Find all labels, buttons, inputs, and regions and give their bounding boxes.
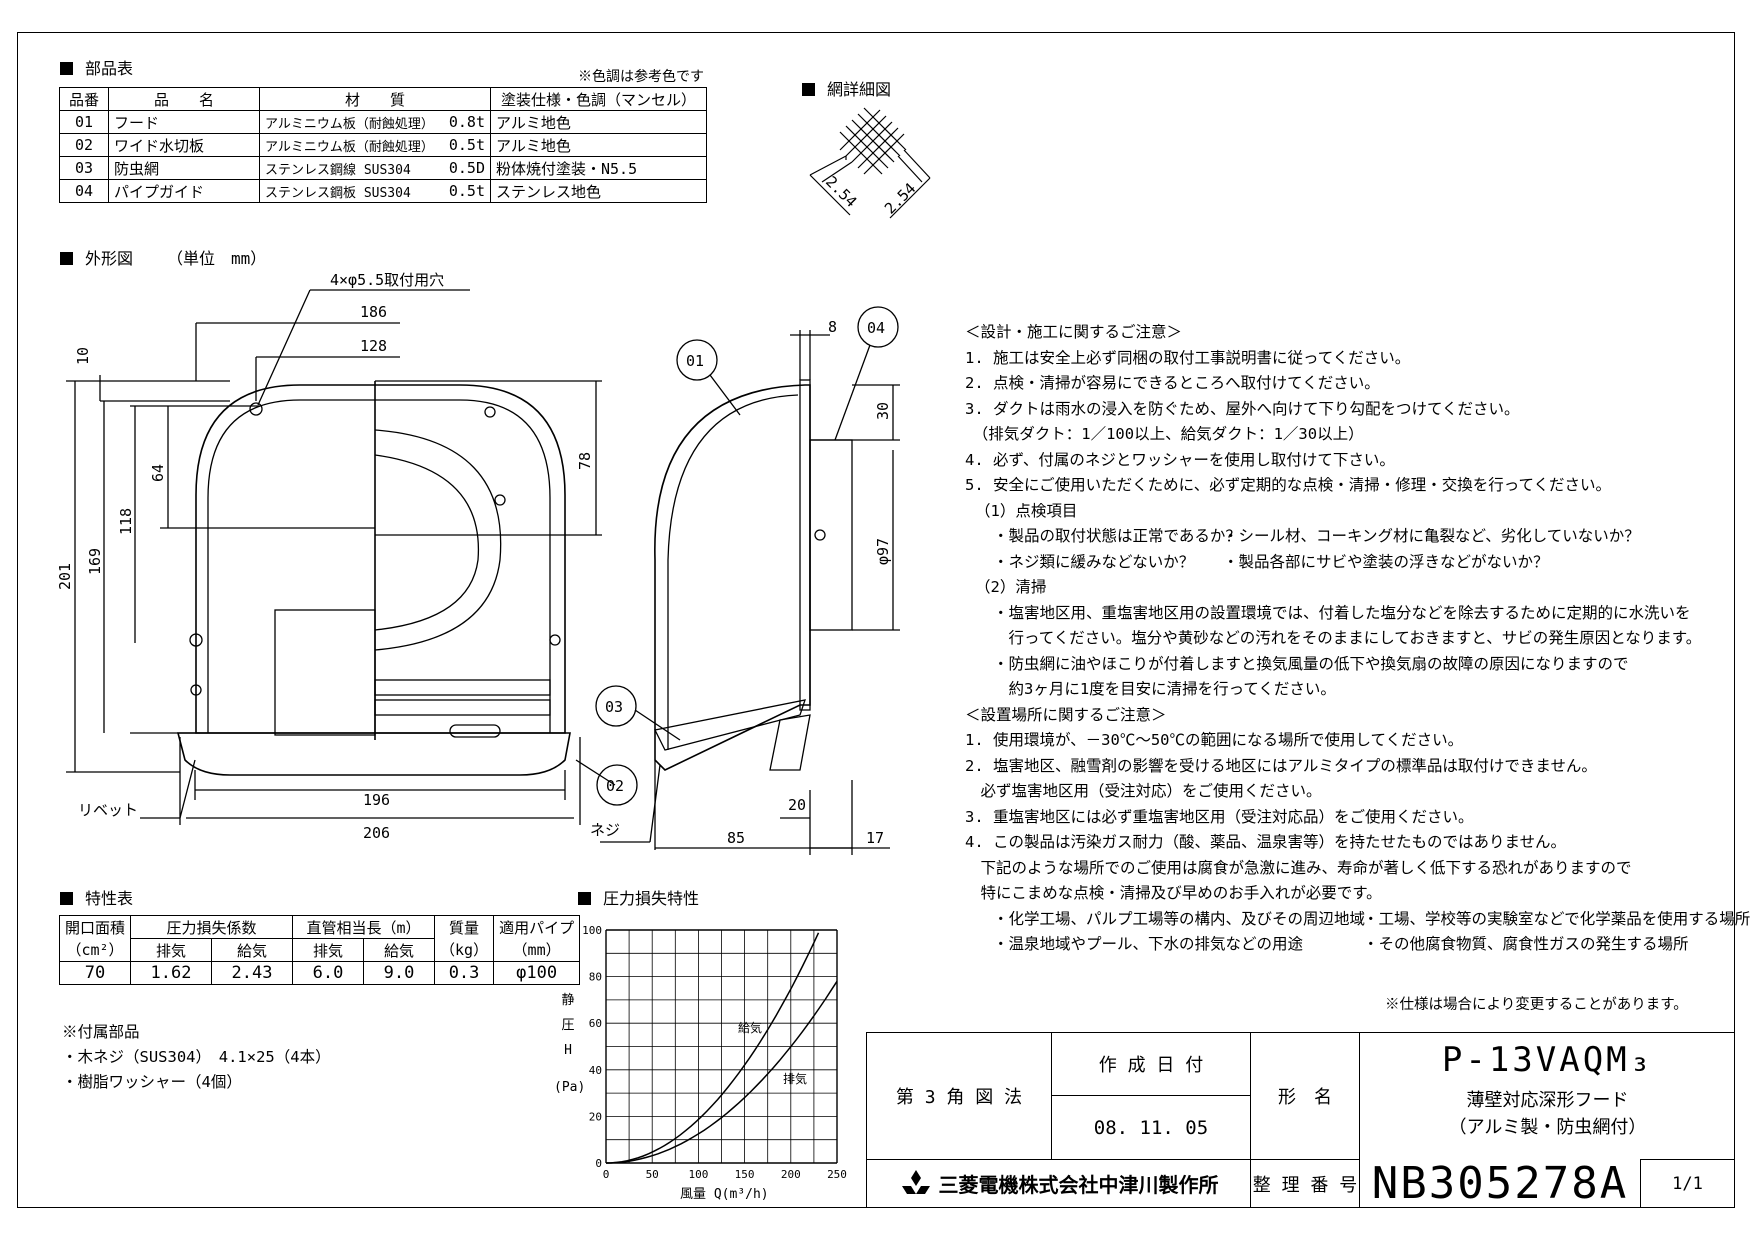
- y-tick-label: 0: [595, 1157, 602, 1170]
- table-header-row: （cm²） 排気 給気 排気 給気 （kg） （mm）: [58, 938, 581, 962]
- x-tick-label: 100: [688, 1168, 708, 1181]
- heading-square-icon: [60, 252, 73, 265]
- hole-note: 4×φ5.5取付用穴: [330, 271, 444, 289]
- chart-yunit: (Pa): [554, 1080, 586, 1095]
- model-label: 形 名: [1278, 1087, 1332, 1108]
- mesh-detail-heading: 網詳細図: [802, 76, 891, 100]
- dim-78: 78: [576, 452, 594, 470]
- spec-note: ※仕様は場合により変更することがあります。: [1385, 997, 1688, 1013]
- x-tick-label: 250: [827, 1168, 847, 1181]
- side-view-drawing: 8 30 φ97 20 85 17 01 04 03 02 ネジ: [590, 306, 900, 855]
- x-axis-label: 風量 Q(m³/h): [680, 1187, 769, 1202]
- heading-square-icon: [578, 892, 591, 905]
- table-row: 03 防虫網 ステンレス鋼線 SUS304 0.5D 粉体焼付塗装・N5.5: [59, 156, 707, 180]
- characteristics-heading: 特性表: [60, 885, 133, 909]
- dim-97: φ97: [874, 538, 892, 565]
- table-header-row: 品番 品 名 材 質 塗装仕様・色調（マンセル）: [59, 87, 707, 111]
- header-cell: 品 名: [108, 87, 260, 111]
- model-desc-2: （アルミ製・防虫網付）: [1448, 1117, 1647, 1138]
- callout-03: 03: [605, 698, 623, 716]
- parts-table: 品番 品 名 材 質 塗装仕様・色調（マンセル） 01 フード アルミニウム板（…: [59, 87, 707, 203]
- heading-square-icon: [60, 892, 73, 905]
- mesh-detail-diagram: 2.54 2.54: [809, 107, 931, 219]
- dim-17: 17: [866, 829, 884, 847]
- dim-169: 169: [86, 548, 104, 575]
- accessories: ※付属部品 ・木ネジ（SUS304） 4.1×25（4本） ・樹脂ワッシャー（4…: [62, 1023, 331, 1091]
- number-label: 整 理 番 号: [1252, 1174, 1358, 1196]
- pressure-chart-heading: 圧力損失特性: [578, 885, 699, 909]
- header-cell: 材 質: [259, 87, 491, 111]
- dim-196: 196: [363, 791, 390, 809]
- table-row: 02 ワイド水切板 アルミニウム板（耐蝕処理） 0.5t アルミ地色: [59, 133, 707, 157]
- dim-128: 128: [360, 337, 387, 355]
- dim-118: 118: [117, 508, 135, 535]
- callout-02: 02: [606, 777, 624, 795]
- table-row: 70 1.62 2.43 6.0 9.0 0.3 φ100: [58, 961, 581, 985]
- header-cell: 塗装仕様・色調（マンセル）: [490, 87, 707, 111]
- y-tick-label: 40: [589, 1064, 602, 1077]
- outline-heading: 外形図（単位 mm）: [60, 245, 266, 269]
- x-tick-label: 50: [646, 1168, 659, 1181]
- series-label-exhaust: 排気: [783, 1071, 807, 1086]
- screw-label: ネジ: [590, 821, 620, 839]
- drawing-number: NB305278A: [1371, 1158, 1629, 1209]
- header-cell: 品番: [59, 87, 109, 111]
- model-desc-1: 薄壁対応深形フード: [1466, 1090, 1629, 1111]
- chart-ylabel: 静 圧 H: [561, 993, 575, 1058]
- heading-square-icon: [802, 83, 815, 96]
- projection-method: 第 3 角 図 法: [895, 1087, 1023, 1108]
- company-name: 三菱電機株式会社中津川製作所: [866, 1159, 1251, 1208]
- dim-64: 64: [149, 464, 167, 482]
- mitsubishi-logo-icon: [901, 1169, 930, 1194]
- rivet-label: リベット: [78, 801, 138, 819]
- series-line-exhaust: [605, 980, 838, 1164]
- dim-186: 186: [360, 303, 387, 321]
- table-row: 04 パイプガイド ステンレス鋼板 SUS304 0.5t ステンレス地色: [59, 179, 707, 203]
- x-tick-label: 150: [735, 1168, 755, 1181]
- dim-206: 206: [363, 824, 390, 842]
- characteristics-table: 開口面積 圧力損失係数 直管相当長（m） 質量 適用パイプ （cm²） 排気 給…: [58, 915, 581, 985]
- dim-10: 10: [74, 347, 92, 365]
- dim-20: 20: [788, 796, 806, 814]
- y-tick-label: 80: [589, 971, 602, 984]
- color-note: ※色調は参考色です: [578, 69, 704, 85]
- heading-square-icon: [60, 62, 73, 75]
- x-tick-label: 0: [603, 1168, 610, 1181]
- series-label-supply: 給気: [738, 1020, 762, 1035]
- y-tick-label: 60: [589, 1017, 602, 1030]
- table-row: 01 フード アルミニウム板（耐蝕処理） 0.8t アルミ地色: [59, 110, 707, 134]
- dim-85: 85: [727, 829, 745, 847]
- y-tick-label: 20: [589, 1110, 602, 1123]
- design-notes: ＜設計・施工に関するご注意＞ 1. 施工は安全上必ず同梱の取付工事説明書に従って…: [965, 323, 1751, 953]
- dim-30: 30: [874, 402, 892, 420]
- x-tick-label: 200: [781, 1168, 801, 1181]
- parts-table-heading: 部品表: [60, 55, 133, 79]
- creation-date: 08. 11. 05: [1093, 1116, 1209, 1139]
- dim-201: 201: [56, 563, 74, 590]
- sheet-number: 1/1: [1672, 1173, 1703, 1194]
- dim-8: 8: [828, 318, 837, 336]
- front-view-drawing: 186 128 4×φ5.5取付用穴 10 201 169 118 64 78 …: [56, 271, 616, 842]
- callout-04: 04: [867, 319, 885, 337]
- series-line-supply: [605, 932, 820, 1164]
- model-number: P-13VAQM₃: [1441, 1040, 1654, 1080]
- date-label: 作 成 日 付: [1098, 1055, 1204, 1076]
- y-tick-label: 100: [582, 924, 602, 937]
- pressure-loss-chart: 0 50 100 150 200 250 0 20 40 60 80 100 風量 Q(m³/h) 給気排…: [582, 924, 847, 1202]
- callout-01: 01: [686, 352, 704, 370]
